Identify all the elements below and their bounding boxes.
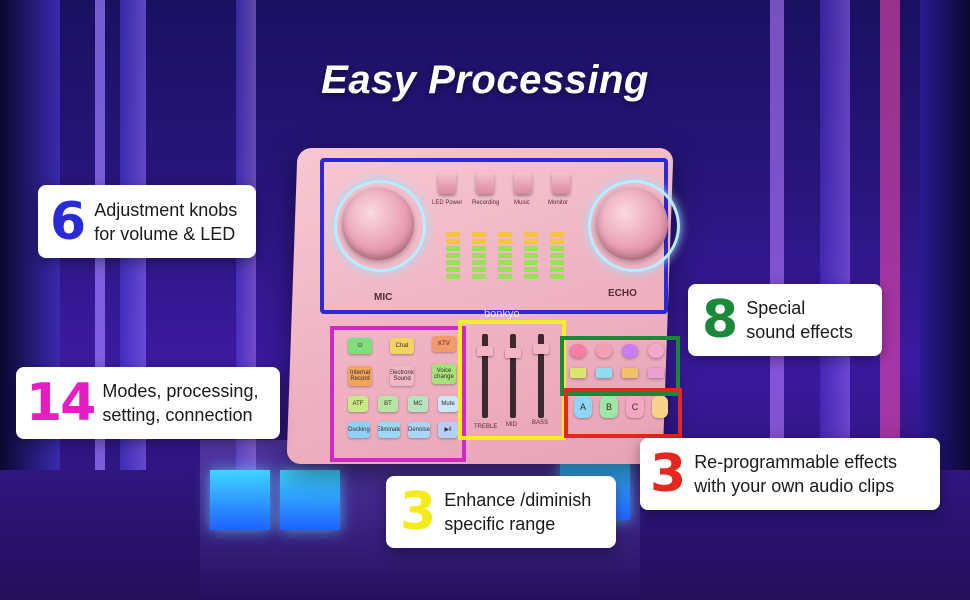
recording-knob[interactable] (476, 172, 494, 194)
effect-pad-a[interactable]: A (574, 396, 592, 418)
callout-number: 8 (702, 290, 739, 350)
effect-button[interactable] (648, 344, 664, 358)
callout-text: Special sound effects (746, 296, 853, 344)
callout-number: 3 (650, 444, 687, 504)
knob-label: LED Power (432, 200, 463, 206)
light-beam (880, 0, 900, 470)
mode-section-outline (330, 326, 466, 462)
treble-fader[interactable] (477, 346, 493, 356)
echo-knob-ring (588, 180, 680, 272)
callout-text: Enhance /diminish specific range (444, 488, 591, 536)
mic-knob-ring (334, 180, 426, 272)
eq-label: BASS (532, 420, 549, 426)
callout-number: 14 (26, 373, 96, 433)
effect-button[interactable] (596, 344, 612, 358)
level-meter (498, 232, 512, 281)
led-power-knob[interactable] (438, 172, 456, 194)
callout-text: Modes, processing, setting, connection (102, 379, 258, 427)
level-meter (446, 232, 460, 281)
brand-label: bonkyo (484, 308, 520, 320)
echo-knob[interactable] (596, 188, 668, 260)
callout-line: sound effects (746, 322, 853, 342)
effect-button[interactable] (596, 368, 612, 378)
callout-modes: 14 Modes, processing, setting, connectio… (16, 367, 280, 439)
knob-label: Monitor (548, 200, 569, 206)
mode-pad[interactable]: Ducking (348, 422, 370, 438)
mode-pad[interactable]: ▶‖ (438, 422, 458, 438)
eq-label: TREBLE (474, 424, 498, 430)
glow-cube (280, 470, 340, 530)
effect-button[interactable] (570, 344, 586, 358)
callout-text: Adjustment knobs for volume & LED (94, 198, 237, 246)
eq-section-outline (458, 320, 566, 440)
callout-line: with your own audio clips (694, 476, 895, 496)
mode-pad[interactable]: Internal Record (348, 366, 372, 386)
callout-line: setting, connection (102, 405, 253, 425)
callout-number: 3 (400, 482, 437, 542)
effect-button[interactable] (570, 368, 586, 378)
knob-label: Recording (472, 200, 500, 206)
page-title: Easy Processing (321, 58, 649, 102)
mic-label: MIC (374, 292, 393, 303)
callout-text: Re-programmable effects with your own au… (694, 450, 897, 498)
effect-pad-c[interactable]: C (626, 396, 644, 418)
mode-pad[interactable]: ⏻ (348, 338, 372, 354)
callout-knobs: 6 Adjustment knobs for volume & LED (38, 185, 256, 258)
reprogrammable-effects-outline (564, 388, 682, 438)
bass-fader[interactable] (533, 344, 549, 354)
level-meter (472, 232, 486, 281)
callout-line: specific range (444, 514, 556, 534)
eq-label: MID (506, 422, 517, 428)
mid-fader-track (510, 334, 516, 418)
callout-line: Special (746, 298, 806, 318)
glow-cube (210, 470, 270, 530)
level-meter (550, 232, 564, 281)
effect-button[interactable] (622, 368, 638, 378)
mode-pad[interactable]: MC (408, 396, 428, 412)
callout-number: 6 (50, 191, 87, 252)
light-beam (920, 0, 970, 470)
callout-line: Modes, processing, (102, 381, 259, 401)
mode-pad[interactable]: Denoise (408, 422, 430, 438)
effect-button[interactable] (648, 368, 664, 378)
effect-button[interactable] (622, 344, 638, 358)
effect-record-button[interactable] (652, 396, 668, 418)
sound-card-device: MIC ECHO LED Power Recording Music Monit… (286, 148, 682, 464)
monitor-knob[interactable] (552, 172, 570, 194)
bass-fader-track (538, 334, 544, 418)
callout-line: Enhance /diminish (444, 490, 592, 510)
mode-pad[interactable]: Voice change (432, 364, 456, 384)
echo-label: ECHO (608, 288, 637, 299)
mode-pad[interactable]: Mute (438, 396, 458, 412)
callout-line: Adjustment knobs (94, 199, 238, 220)
callout-line: Re-programmable effects (694, 452, 897, 472)
callout-reprogrammable: 3 Re-programmable effects with your own … (640, 438, 940, 510)
mode-pad[interactable]: ATF (348, 396, 368, 412)
music-knob[interactable] (514, 172, 532, 194)
level-meter (524, 232, 538, 281)
treble-fader-track (482, 334, 488, 418)
mic-knob[interactable] (342, 188, 414, 260)
mid-fader[interactable] (505, 348, 521, 358)
mode-pad[interactable]: BT (378, 396, 398, 412)
callout-eq: 3 Enhance /diminish specific range (386, 476, 616, 548)
callout-sound-effects: 8 Special sound effects (688, 284, 882, 356)
mode-pad[interactable]: KTV (432, 336, 456, 352)
mode-pad[interactable]: Electronic Sound (390, 366, 414, 386)
mode-pad[interactable]: Eliminate (378, 422, 400, 438)
sound-effects-outline (560, 336, 680, 396)
effect-pad-b[interactable]: B (600, 396, 618, 418)
light-beam (820, 0, 850, 470)
callout-line: for volume & LED (94, 223, 236, 244)
mode-pad[interactable]: Chat (390, 338, 414, 354)
knob-label: Music (514, 200, 530, 206)
